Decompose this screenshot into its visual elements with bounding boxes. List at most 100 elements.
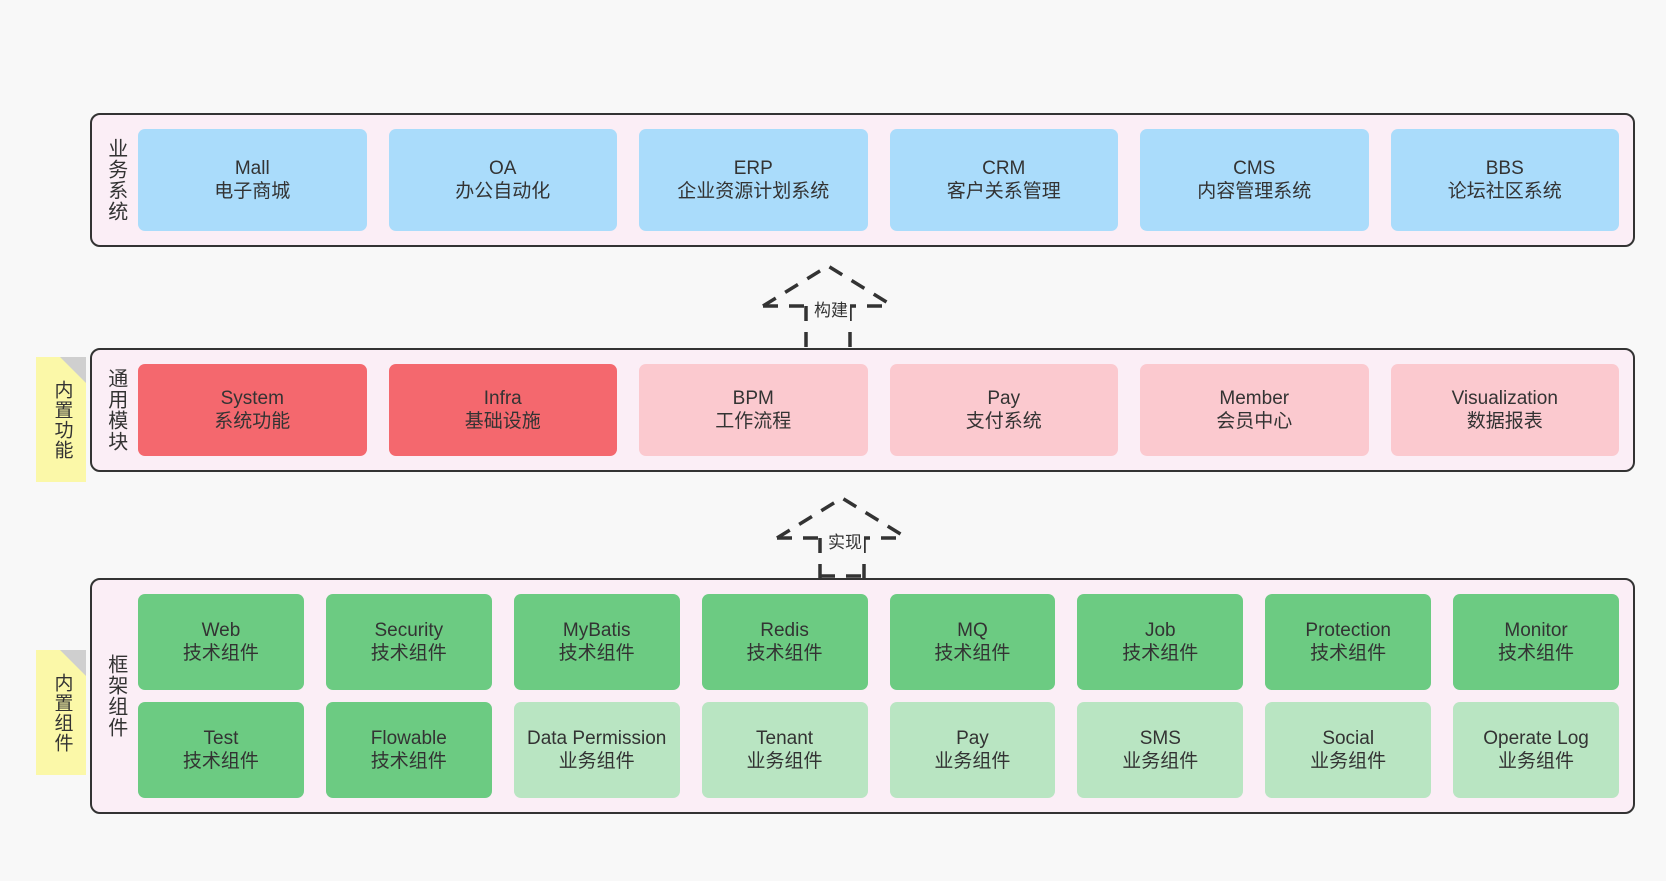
layer-rows-common-module: System 系统功能 Infra 基础设施 BPM 工作流程 Pay 支付系统	[138, 350, 1619, 470]
card-title: MQ	[957, 619, 988, 641]
connector-build: 构建	[758, 258, 908, 353]
card-title: MyBatis	[562, 619, 631, 641]
card-monitor[interactable]: Monitor 技术组件	[1453, 594, 1619, 690]
card-title: Flowable	[370, 727, 447, 749]
card-pay-business[interactable]: Pay 业务组件	[889, 702, 1056, 798]
card-job[interactable]: Job 技术组件	[1077, 594, 1244, 690]
card-redis[interactable]: Redis 技术组件	[701, 594, 868, 690]
card-security[interactable]: Security 技术组件	[325, 594, 492, 690]
card-title: Social	[1322, 727, 1375, 749]
card-web[interactable]: Web 技术组件	[138, 594, 304, 690]
card-subtitle: 技术组件	[558, 643, 635, 664]
layer-framework-component[interactable]: 框架组件 Web 技术组件 Security 技术组件 MyBatis 技术组件	[90, 578, 1635, 814]
layer-body-business-system: Mall 电子商城 OA 办公自动化 ERP 企业资源计划系统 CRM 客户关系…	[138, 115, 1633, 245]
card-subtitle: 技术组件	[182, 643, 259, 664]
card-title: Visualization	[1451, 387, 1558, 409]
sticky-note-label: 内置组件	[51, 672, 73, 753]
card-row: Web 技术组件 Security 技术组件 MyBatis 技术组件 Redi…	[138, 594, 1619, 690]
card-title: SMS	[1139, 727, 1181, 749]
card-title: Tenant	[756, 727, 814, 749]
card-mq[interactable]: MQ 技术组件	[889, 594, 1056, 690]
card-subtitle: 技术组件	[934, 643, 1011, 664]
layer-title-framework-component: 框架组件	[104, 654, 127, 738]
layer-title-common-module: 通用模块	[104, 368, 127, 452]
layer-common-module[interactable]: 通用模块 System 系统功能 Infra 基础设施 BPM 工作流程	[90, 348, 1635, 472]
card-subtitle: 电子商城	[214, 181, 291, 202]
card-mall[interactable]: Mall 电子商城	[138, 129, 367, 231]
card-title: CRM	[982, 157, 1026, 179]
card-subtitle: 论坛社区系统	[1447, 181, 1562, 202]
card-subtitle: 业务组件	[1122, 751, 1199, 772]
connector-label-implement: 实现	[826, 528, 864, 553]
layer-business-system[interactable]: 业务系统 Mall 电子商城 OA 办公自动化 ERP 企业资源计划系统	[90, 113, 1635, 247]
card-title: Security	[374, 619, 444, 641]
card-subtitle: 会员中心	[1216, 411, 1293, 432]
card-subtitle: 技术组件	[370, 643, 447, 664]
card-subtitle: 业务组件	[558, 751, 635, 772]
card-sms[interactable]: SMS 业务组件	[1077, 702, 1244, 798]
card-title: Mall	[234, 157, 270, 179]
card-subtitle: 技术组件	[1122, 643, 1199, 664]
card-subtitle: 数据报表	[1466, 411, 1543, 432]
card-subtitle: 办公自动化	[455, 181, 551, 202]
card-title: Pay	[987, 387, 1021, 409]
card-bbs[interactable]: BBS 论坛社区系统	[1390, 129, 1619, 231]
card-subtitle: 业务组件	[746, 751, 823, 772]
card-operate-log[interactable]: Operate Log 业务组件	[1453, 702, 1619, 798]
card-title: Redis	[760, 619, 809, 641]
card-subtitle: 基础设施	[464, 411, 541, 432]
card-subtitle: 业务组件	[934, 751, 1011, 772]
note-fold-corner-icon	[60, 357, 86, 383]
layer-rows-business-system: Mall 电子商城 OA 办公自动化 ERP 企业资源计划系统 CRM 客户关系…	[138, 115, 1619, 245]
sticky-note-built-in-component[interactable]: 内置组件	[36, 650, 86, 775]
card-subtitle: 技术组件	[746, 643, 823, 664]
layer-rows-framework-component: Web 技术组件 Security 技术组件 MyBatis 技术组件 Redi…	[138, 580, 1619, 812]
sticky-note-built-in-function[interactable]: 内置功能	[36, 357, 86, 482]
connector-label-build: 构建	[812, 296, 850, 321]
card-visualization[interactable]: Visualization 数据报表	[1390, 364, 1619, 456]
card-test[interactable]: Test 技术组件	[138, 702, 304, 798]
card-title: Operate Log	[1483, 727, 1589, 749]
card-title: Infra	[483, 387, 522, 409]
card-pay[interactable]: Pay 支付系统	[889, 364, 1118, 456]
card-subtitle: 技术组件	[182, 751, 259, 772]
card-subtitle: 技术组件	[1498, 643, 1575, 664]
card-title: OA	[489, 157, 517, 179]
card-title: Monitor	[1504, 619, 1568, 641]
sticky-note-label: 内置功能	[51, 379, 73, 460]
card-subtitle: 技术组件	[1310, 643, 1387, 664]
card-cms[interactable]: CMS 内容管理系统	[1140, 129, 1369, 231]
card-title: BBS	[1485, 157, 1524, 179]
card-row: System 系统功能 Infra 基础设施 BPM 工作流程 Pay 支付系统	[138, 364, 1619, 456]
card-subtitle: 客户关系管理	[946, 181, 1061, 202]
card-tenant[interactable]: Tenant 业务组件	[701, 702, 868, 798]
card-subtitle: 工作流程	[715, 411, 792, 432]
card-member[interactable]: Member 会员中心	[1140, 364, 1369, 456]
card-bpm[interactable]: BPM 工作流程	[639, 364, 868, 456]
card-data-permission[interactable]: Data Permission 业务组件	[513, 702, 680, 798]
card-row: Test 技术组件 Flowable 技术组件 Data Permission …	[138, 702, 1619, 798]
card-system[interactable]: System 系统功能	[138, 364, 367, 456]
layer-body-common-module: System 系统功能 Infra 基础设施 BPM 工作流程 Pay 支付系统	[138, 350, 1633, 470]
layer-title-business-system: 业务系统	[104, 138, 127, 222]
card-mybatis[interactable]: MyBatis 技术组件	[513, 594, 680, 690]
card-social[interactable]: Social 业务组件	[1265, 702, 1432, 798]
card-oa[interactable]: OA 办公自动化	[388, 129, 617, 231]
note-fold-corner-icon	[60, 650, 86, 676]
card-title: Protection	[1305, 619, 1391, 641]
card-title: BPM	[732, 387, 774, 409]
card-title: Test	[203, 727, 239, 749]
card-erp[interactable]: ERP 企业资源计划系统	[639, 129, 868, 231]
card-flowable[interactable]: Flowable 技术组件	[325, 702, 492, 798]
card-protection[interactable]: Protection 技术组件	[1265, 594, 1432, 690]
card-title: Data Permission	[526, 727, 667, 749]
card-infra[interactable]: Infra 基础设施	[388, 364, 617, 456]
card-subtitle: 系统功能	[214, 411, 291, 432]
connector-implement: 实现	[772, 490, 922, 578]
layer-body-framework-component: Web 技术组件 Security 技术组件 MyBatis 技术组件 Redi…	[138, 580, 1633, 812]
card-title: CMS	[1233, 157, 1276, 179]
card-subtitle: 企业资源计划系统	[677, 181, 830, 202]
card-title: Pay	[956, 727, 989, 749]
card-crm[interactable]: CRM 客户关系管理	[889, 129, 1118, 231]
